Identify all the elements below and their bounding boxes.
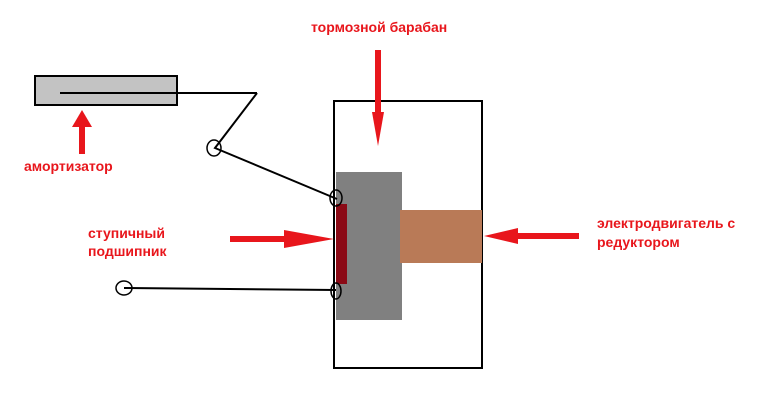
brake-drum-label: тормозной барабан	[311, 19, 448, 35]
lower-arm-end-pivot	[115, 280, 133, 296]
motor-label-line1: электродвигатель с	[597, 215, 736, 231]
hub-bearing-arrow	[230, 230, 334, 248]
lower-pivot	[330, 282, 342, 300]
shock-absorber-label: амортизатор	[24, 158, 113, 174]
hub-bearing-label-line1: ступичный	[88, 225, 165, 241]
hub-bearing	[336, 204, 347, 284]
motor-block	[400, 210, 482, 263]
motor-arrow	[484, 228, 579, 244]
upper-linkage	[213, 92, 338, 200]
linkage-pivot	[206, 139, 222, 157]
brake-drum-arrow	[372, 50, 384, 146]
shock-absorber-arrow	[72, 110, 92, 154]
upper-pivot	[329, 189, 343, 207]
hub-bearing-label-line2: подшипник	[88, 243, 167, 259]
shock-absorber-body	[34, 75, 178, 106]
lower-arm	[123, 287, 337, 291]
motor-label-line2: редуктором	[597, 234, 680, 250]
